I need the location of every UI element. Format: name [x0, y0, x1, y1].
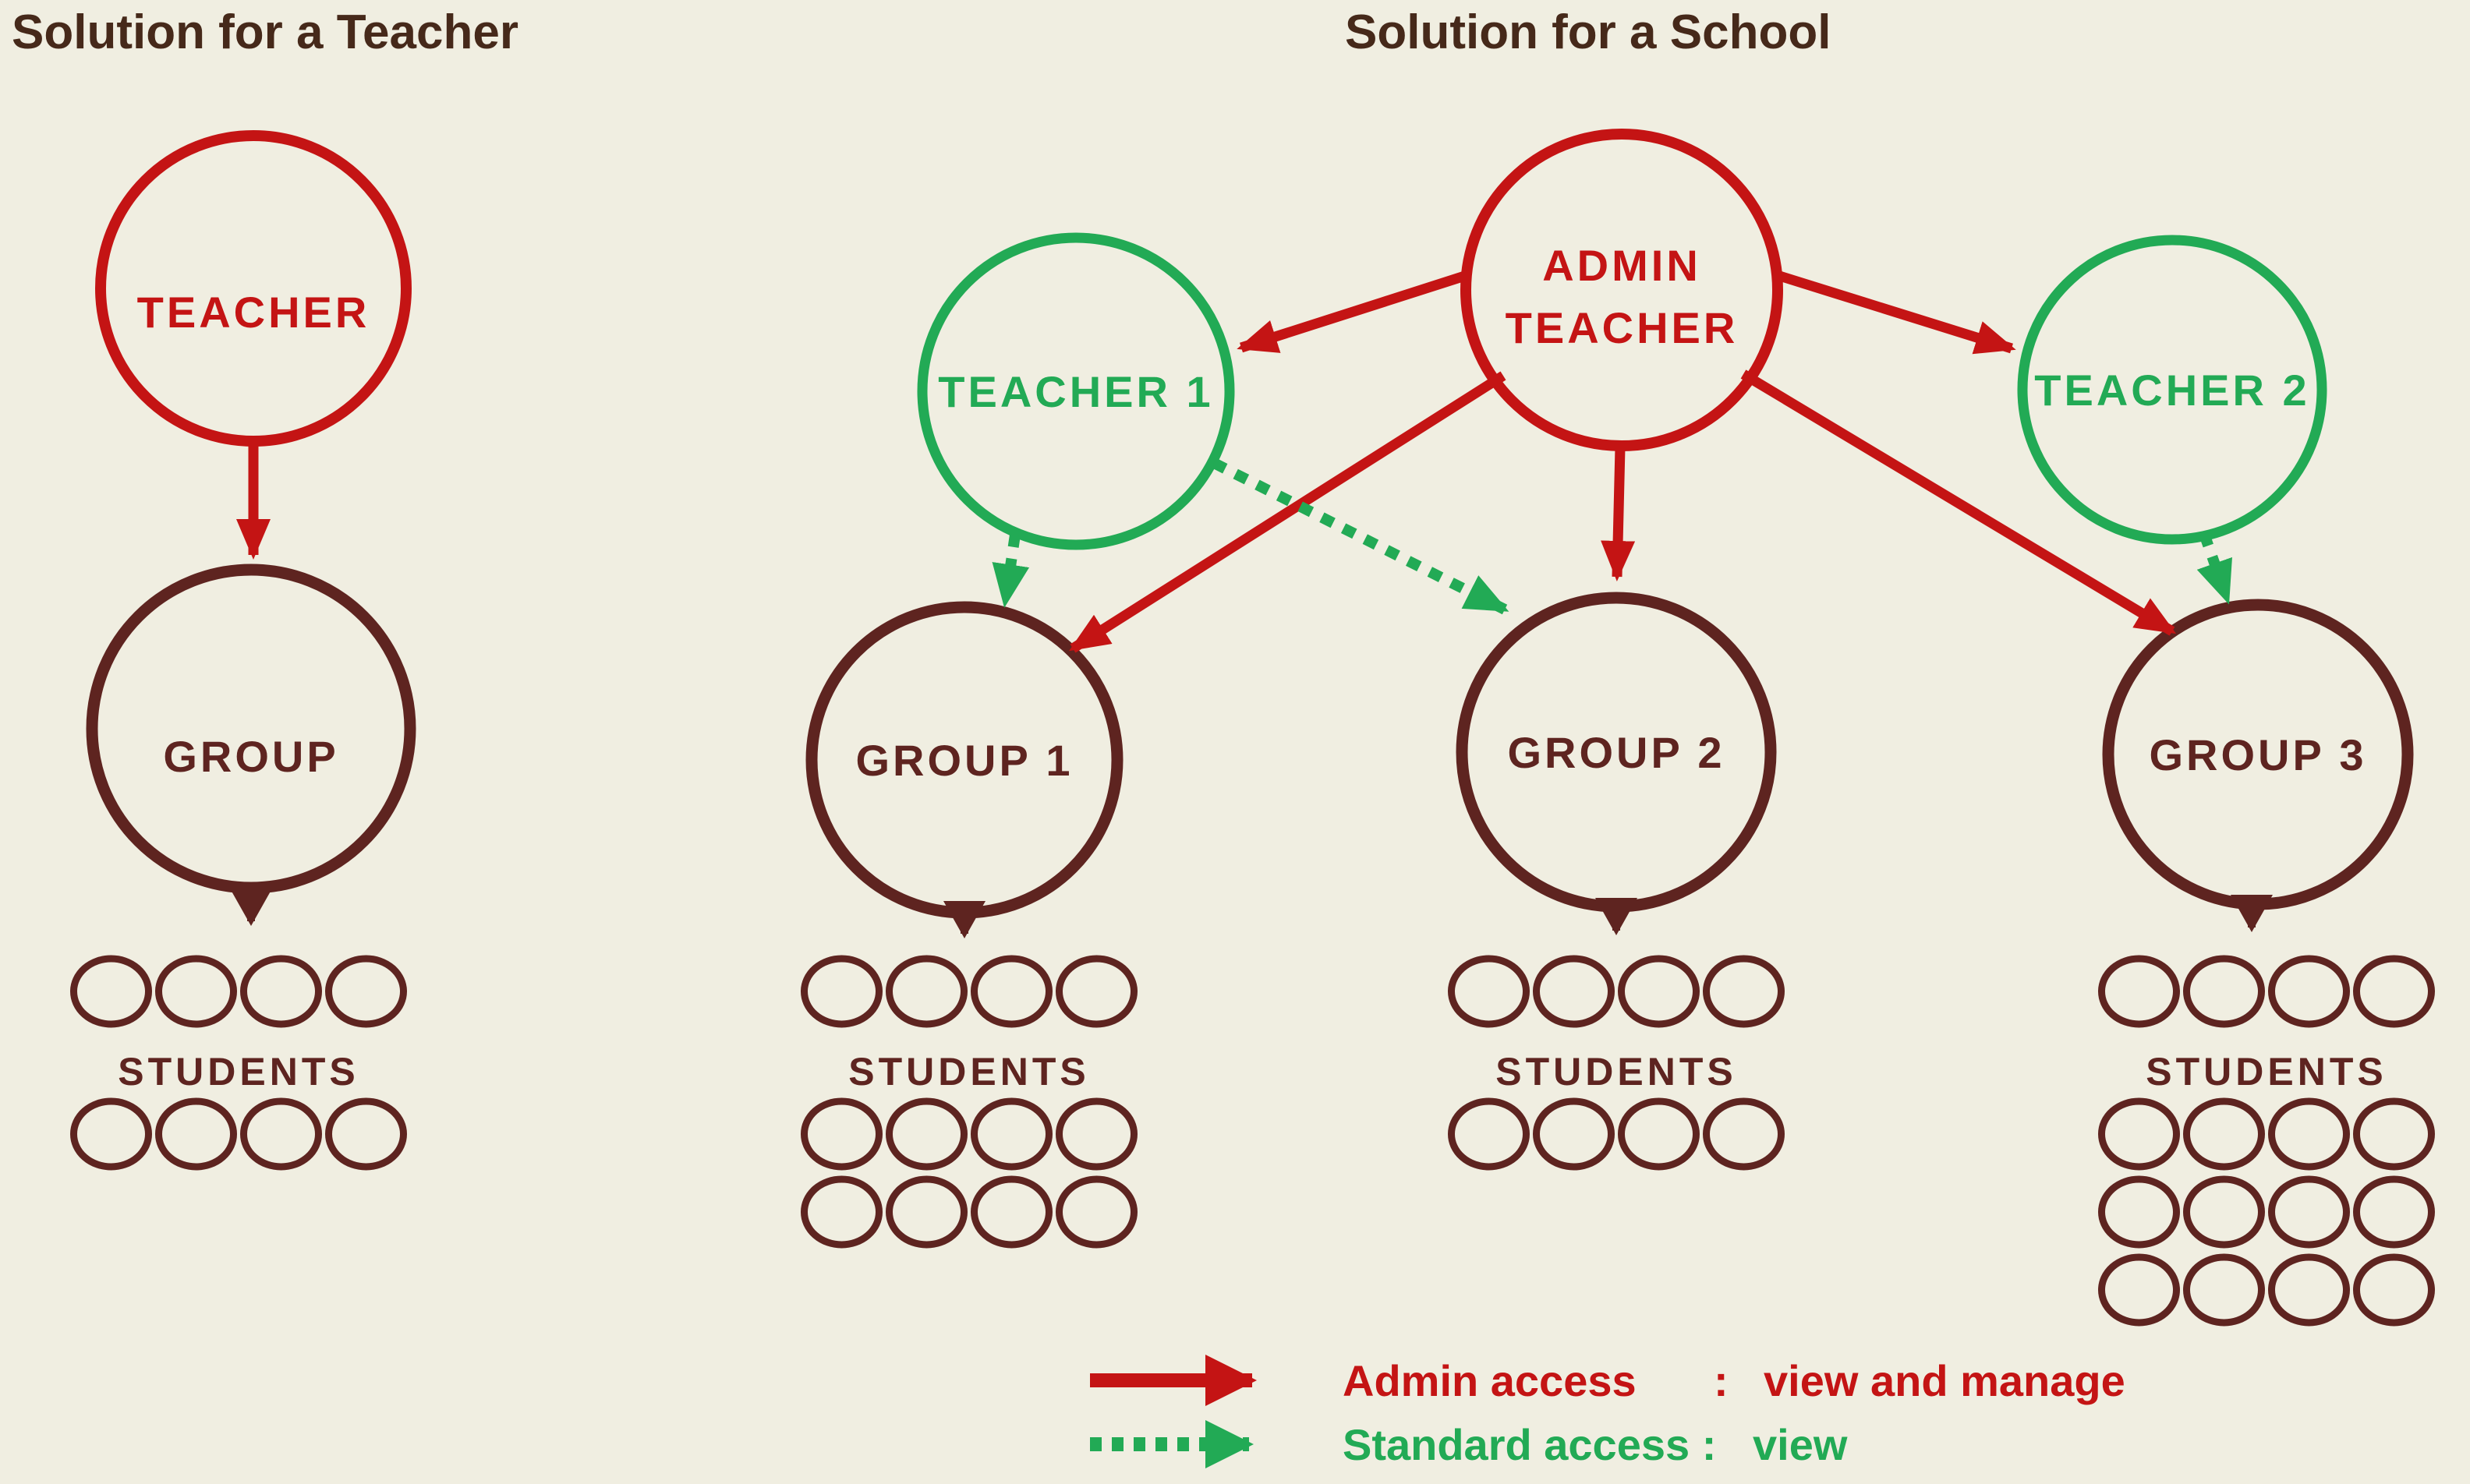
teacher1-node-circle	[917, 232, 1235, 550]
admin-teacher-label-line1: ADMIN	[1542, 241, 1701, 290]
legend: Admin access : view and manage Standard …	[1090, 1355, 2125, 1469]
admin-to-teacher2-arrow	[1773, 269, 2016, 355]
student-oval	[971, 1175, 1053, 1249]
legend-standard-description: view	[1753, 1420, 1848, 1469]
student-oval	[2098, 955, 2180, 1028]
legend-admin-description: view and manage	[1764, 1356, 2125, 1405]
teacher1-to-group1-arrow	[992, 533, 1030, 608]
student-oval	[2098, 1253, 2180, 1327]
teacher2-to-group3-arrow	[2196, 532, 2233, 605]
admin-to-group2-arrow	[1601, 447, 1636, 581]
student-oval	[1448, 1097, 1530, 1171]
students-label-group3: STUDENTS	[2146, 1050, 2387, 1094]
student-oval	[155, 955, 237, 1028]
admin-to-group3-arrow	[1740, 369, 2177, 636]
students-grid-left	[70, 955, 407, 1171]
teacher2-node-label: TEACHER 2	[2034, 366, 2309, 415]
group1-node-label: GROUP 1	[855, 736, 1073, 785]
student-oval	[240, 1097, 322, 1171]
teacher1-node-label: TEACHER 1	[938, 367, 1213, 416]
student-oval	[2268, 1253, 2350, 1327]
student-oval	[2353, 955, 2435, 1028]
admin-teacher-label-line2: TEACHER	[1506, 303, 1739, 352]
student-oval	[240, 955, 322, 1028]
student-oval	[971, 955, 1053, 1028]
students-label-group1: STUDENTS	[848, 1050, 1089, 1094]
student-oval	[2353, 1253, 2435, 1327]
students-grid-group2	[1448, 955, 1785, 1171]
student-oval	[1703, 1097, 1785, 1171]
student-oval	[2183, 1097, 2265, 1171]
student-oval	[801, 1175, 883, 1249]
student-oval	[1533, 955, 1615, 1028]
student-oval	[70, 1097, 152, 1171]
student-oval	[1056, 1097, 1138, 1171]
left-title: Solution for a Teacher	[12, 5, 518, 59]
admin-teacher-node-circle	[1460, 129, 1783, 451]
student-oval	[325, 1097, 407, 1171]
student-oval	[801, 1097, 883, 1171]
student-oval	[1618, 955, 1700, 1028]
student-oval	[2098, 1097, 2180, 1171]
student-oval	[2268, 955, 2350, 1028]
student-oval	[1448, 955, 1530, 1028]
student-oval	[1533, 1097, 1615, 1171]
student-oval	[971, 1097, 1053, 1171]
student-oval	[2268, 1175, 2350, 1249]
group3-node-label: GROUP 3	[2149, 730, 2366, 779]
students-label-group2: STUDENTS	[1495, 1050, 1736, 1094]
student-oval	[886, 1097, 968, 1171]
student-oval	[1056, 955, 1138, 1028]
student-oval	[155, 1097, 237, 1171]
student-oval	[886, 1175, 968, 1249]
student-oval	[2183, 955, 2265, 1028]
student-oval	[886, 955, 968, 1028]
legend-admin-label: Admin access	[1343, 1356, 1637, 1405]
student-oval	[2353, 1175, 2435, 1249]
students-grid-group1	[801, 955, 1138, 1249]
students-grid-group3	[2098, 955, 2435, 1327]
student-oval	[2268, 1097, 2350, 1171]
legend-standard-label: Standard access :	[1343, 1420, 1716, 1469]
teacher1-to-group2-arrow	[1211, 458, 1509, 615]
student-oval	[325, 955, 407, 1028]
student-oval	[2183, 1253, 2265, 1327]
admin-to-group1-arrow	[1068, 371, 1506, 653]
teacher2-node-circle	[2017, 235, 2327, 545]
student-oval	[70, 955, 152, 1028]
student-oval	[2183, 1175, 2265, 1249]
student-oval	[801, 955, 883, 1028]
group2-node-label: GROUP 2	[1507, 728, 1725, 777]
legend-admin-separator: :	[1714, 1356, 1729, 1405]
student-oval	[2098, 1175, 2180, 1249]
group-node-circle	[86, 564, 416, 894]
student-oval	[1703, 955, 1785, 1028]
teacher-node-label: TEACHER	[137, 288, 370, 337]
student-oval	[2353, 1097, 2435, 1171]
group-node-label: GROUP	[163, 732, 338, 781]
student-oval	[1618, 1097, 1700, 1171]
student-oval	[1056, 1175, 1138, 1249]
students-label-left: STUDENTS	[118, 1050, 359, 1094]
right-title: Solution for a School	[1345, 5, 1831, 59]
teacher-node-circle	[95, 130, 412, 447]
admin-to-teacher1-arrow	[1237, 269, 1471, 353]
